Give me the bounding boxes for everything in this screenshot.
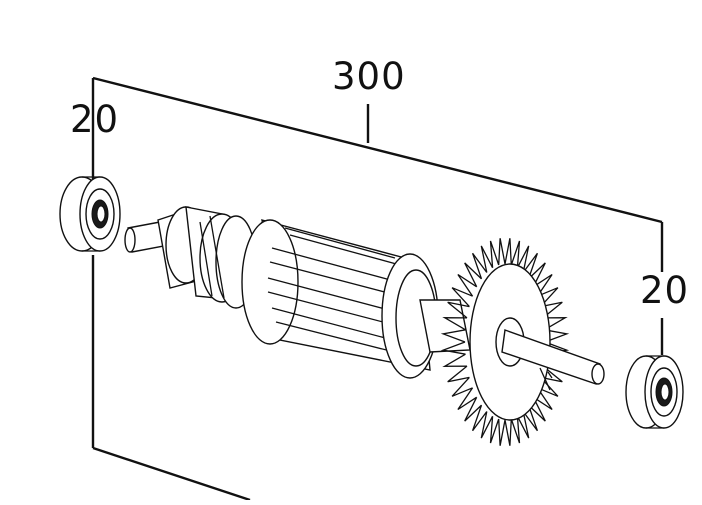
fan-blade-outline	[440, 238, 570, 446]
right-shaft-part	[501, 329, 605, 391]
label-bearing-left-20: 20	[70, 98, 120, 141]
bracket-bottom-line	[92, 446, 251, 502]
assembly-bracket	[91, 76, 664, 502]
label-bearing-right-20: 20	[640, 269, 690, 312]
bearing-right-part	[625, 355, 684, 429]
label-armature-300: 300	[332, 55, 406, 98]
fan-blades	[440, 238, 570, 446]
bearing-left-part	[59, 176, 121, 252]
armature-part	[124, 206, 471, 379]
bracket-top-line	[92, 76, 663, 224]
